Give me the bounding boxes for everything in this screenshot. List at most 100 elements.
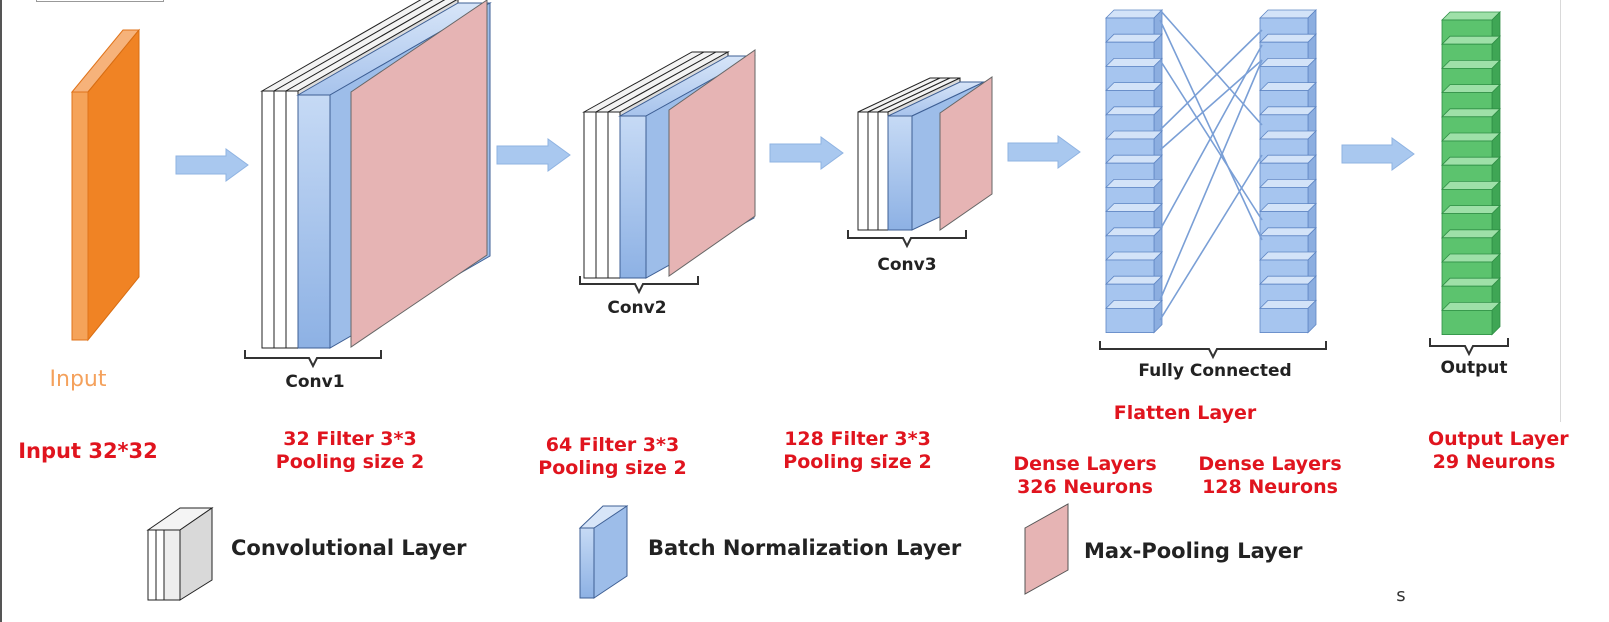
output-cube-top-7 bbox=[1441, 156, 1501, 166]
conv1-pooling: Pooling size 2 bbox=[275, 451, 425, 473]
output-cube-top-4 bbox=[1441, 84, 1501, 93]
flow-arrows bbox=[175, 135, 1415, 182]
output-cube-13 bbox=[1441, 309, 1493, 335]
conv2-pooling: Pooling size 2 bbox=[538, 457, 687, 479]
fc-connection-2 bbox=[1159, 59, 1263, 221]
conv3-name: Conv3 bbox=[877, 255, 937, 275]
fc-connection-3 bbox=[1159, 29, 1263, 131]
dense1-cube-top-3 bbox=[1105, 58, 1163, 67]
legend-conv-label: Convolutional Layer bbox=[231, 536, 467, 560]
output-cube-top-9 bbox=[1441, 205, 1501, 215]
conv3-annotation: 128 Filter 3*3 Pooling size 2 bbox=[775, 428, 940, 474]
dense1-cube-top-9 bbox=[1105, 203, 1163, 213]
dense2-title: Dense Layers bbox=[1198, 453, 1342, 475]
conv3-filters: 128 Filter 3*3 bbox=[784, 428, 931, 450]
dense1-cube-top-11 bbox=[1105, 251, 1163, 261]
conv2-conv-plate-3 bbox=[607, 111, 621, 279]
legend-batchnorm-icon bbox=[578, 505, 629, 599]
input-name: Input bbox=[49, 367, 107, 392]
stray-mark: s bbox=[1396, 585, 1406, 606]
fully-connected-name: Fully Connected bbox=[1138, 361, 1292, 381]
conv2-filters: 64 Filter 3*3 bbox=[545, 434, 680, 456]
flow-arrow-2 bbox=[496, 138, 571, 172]
dense1-cube-top-10 bbox=[1105, 227, 1163, 237]
input-annotation: Input 32*32 bbox=[18, 439, 158, 463]
flow-arrow-3 bbox=[769, 136, 844, 170]
conv3-conv-plate-2 bbox=[867, 111, 879, 231]
conv2-annotation: 64 Filter 3*3 Pooling size 2 bbox=[530, 434, 695, 480]
dense2-cube-top-11 bbox=[1259, 251, 1317, 261]
flatten-annotation: Flatten Layer bbox=[1113, 402, 1257, 424]
conv1-conv-plate-1 bbox=[261, 90, 275, 349]
output-brace bbox=[1429, 338, 1509, 357]
input-slab bbox=[70, 28, 141, 342]
output-neurons: 29 Neurons bbox=[1432, 451, 1556, 473]
output-cube-top-10 bbox=[1441, 229, 1501, 239]
conv1-conv-plate-2 bbox=[273, 90, 287, 349]
braces bbox=[244, 230, 1509, 369]
conv3-conv-plate-3 bbox=[877, 111, 889, 231]
dense2-cube-top-1 bbox=[1259, 9, 1317, 19]
output-cube-top-11 bbox=[1441, 253, 1501, 263]
dense2-cube-top-6 bbox=[1259, 130, 1317, 140]
dense1-title: Dense Layers bbox=[1013, 453, 1157, 475]
conv1-pool-plate bbox=[350, 0, 488, 348]
dense2-cube-13 bbox=[1259, 307, 1309, 333]
fc-connection-5 bbox=[1159, 44, 1263, 231]
legend-batchnorm-label: Batch Normalization Layer bbox=[648, 536, 962, 560]
conv3-bn-plate bbox=[887, 115, 913, 231]
conv3-pooling: Pooling size 2 bbox=[783, 451, 932, 473]
dense1-neurons: 326 Neurons bbox=[1017, 476, 1153, 498]
conv2-brace bbox=[579, 276, 699, 295]
dense2-cube-top-2 bbox=[1259, 33, 1317, 43]
dense1-cube-top-2 bbox=[1105, 33, 1163, 43]
conv2-block bbox=[582, 49, 756, 279]
output-cube-top-1 bbox=[1441, 11, 1501, 21]
conv3-block bbox=[857, 76, 993, 231]
conv1-filters: 32 Filter 3*3 bbox=[283, 428, 417, 450]
conv1-block bbox=[260, 0, 492, 349]
conv2-name: Conv2 bbox=[607, 298, 667, 318]
dense2-cube-top-8 bbox=[1259, 178, 1317, 188]
legend-maxpool-icon bbox=[1024, 503, 1069, 595]
top-cropped-box bbox=[36, 0, 164, 2]
conv2-bn-plate bbox=[619, 115, 647, 279]
dense1-cube-top-8 bbox=[1105, 178, 1163, 188]
conv2-pool-plate bbox=[668, 49, 756, 277]
dense1-cube-top-4 bbox=[1105, 82, 1163, 91]
fc-connection-7 bbox=[1159, 154, 1263, 321]
output-cube-top-13 bbox=[1441, 301, 1501, 311]
dense1-cube-top-5 bbox=[1105, 106, 1163, 116]
conv2-conv-plate-2 bbox=[595, 111, 609, 279]
legend-conv-icon bbox=[146, 507, 214, 601]
conv2-conv-plate-1 bbox=[583, 111, 597, 279]
conv1-conv-plate-3 bbox=[285, 90, 299, 349]
fully-connected-block bbox=[1105, 9, 1317, 334]
conv1-annotation: 32 Filter 3*3 Pooling size 2 bbox=[270, 428, 430, 474]
flow-arrow-4 bbox=[1007, 135, 1081, 169]
dense2-cube-top-5 bbox=[1259, 106, 1317, 116]
conv1-brace bbox=[244, 350, 382, 369]
dense2-cube-top-3 bbox=[1259, 58, 1317, 67]
dense1-cube-top-1 bbox=[1105, 9, 1163, 19]
output-cube-top-6 bbox=[1441, 132, 1501, 142]
output-annotation: Output Layer 29 Neurons bbox=[1428, 428, 1569, 474]
output-cube-top-5 bbox=[1441, 108, 1501, 118]
output-cube-top-2 bbox=[1441, 35, 1501, 45]
dense1-cube-top-13 bbox=[1105, 299, 1163, 309]
dense2-cube-top-13 bbox=[1259, 299, 1317, 309]
legend-maxpool-label: Max-Pooling Layer bbox=[1084, 539, 1303, 563]
output-title: Output Layer bbox=[1428, 428, 1569, 450]
fc-connection-6 bbox=[1159, 59, 1263, 301]
conv3-pool-plate bbox=[939, 76, 993, 231]
fc-connection-1 bbox=[1159, 19, 1263, 241]
flow-arrow-1 bbox=[175, 148, 249, 182]
output-cube-top-8 bbox=[1441, 180, 1501, 190]
output-cube-top-3 bbox=[1441, 60, 1501, 69]
conv3-brace bbox=[847, 230, 967, 249]
conv3-conv-plate-1 bbox=[857, 111, 869, 231]
conv1-bn-plate bbox=[297, 94, 331, 349]
fully-connected-brace bbox=[1099, 341, 1327, 360]
